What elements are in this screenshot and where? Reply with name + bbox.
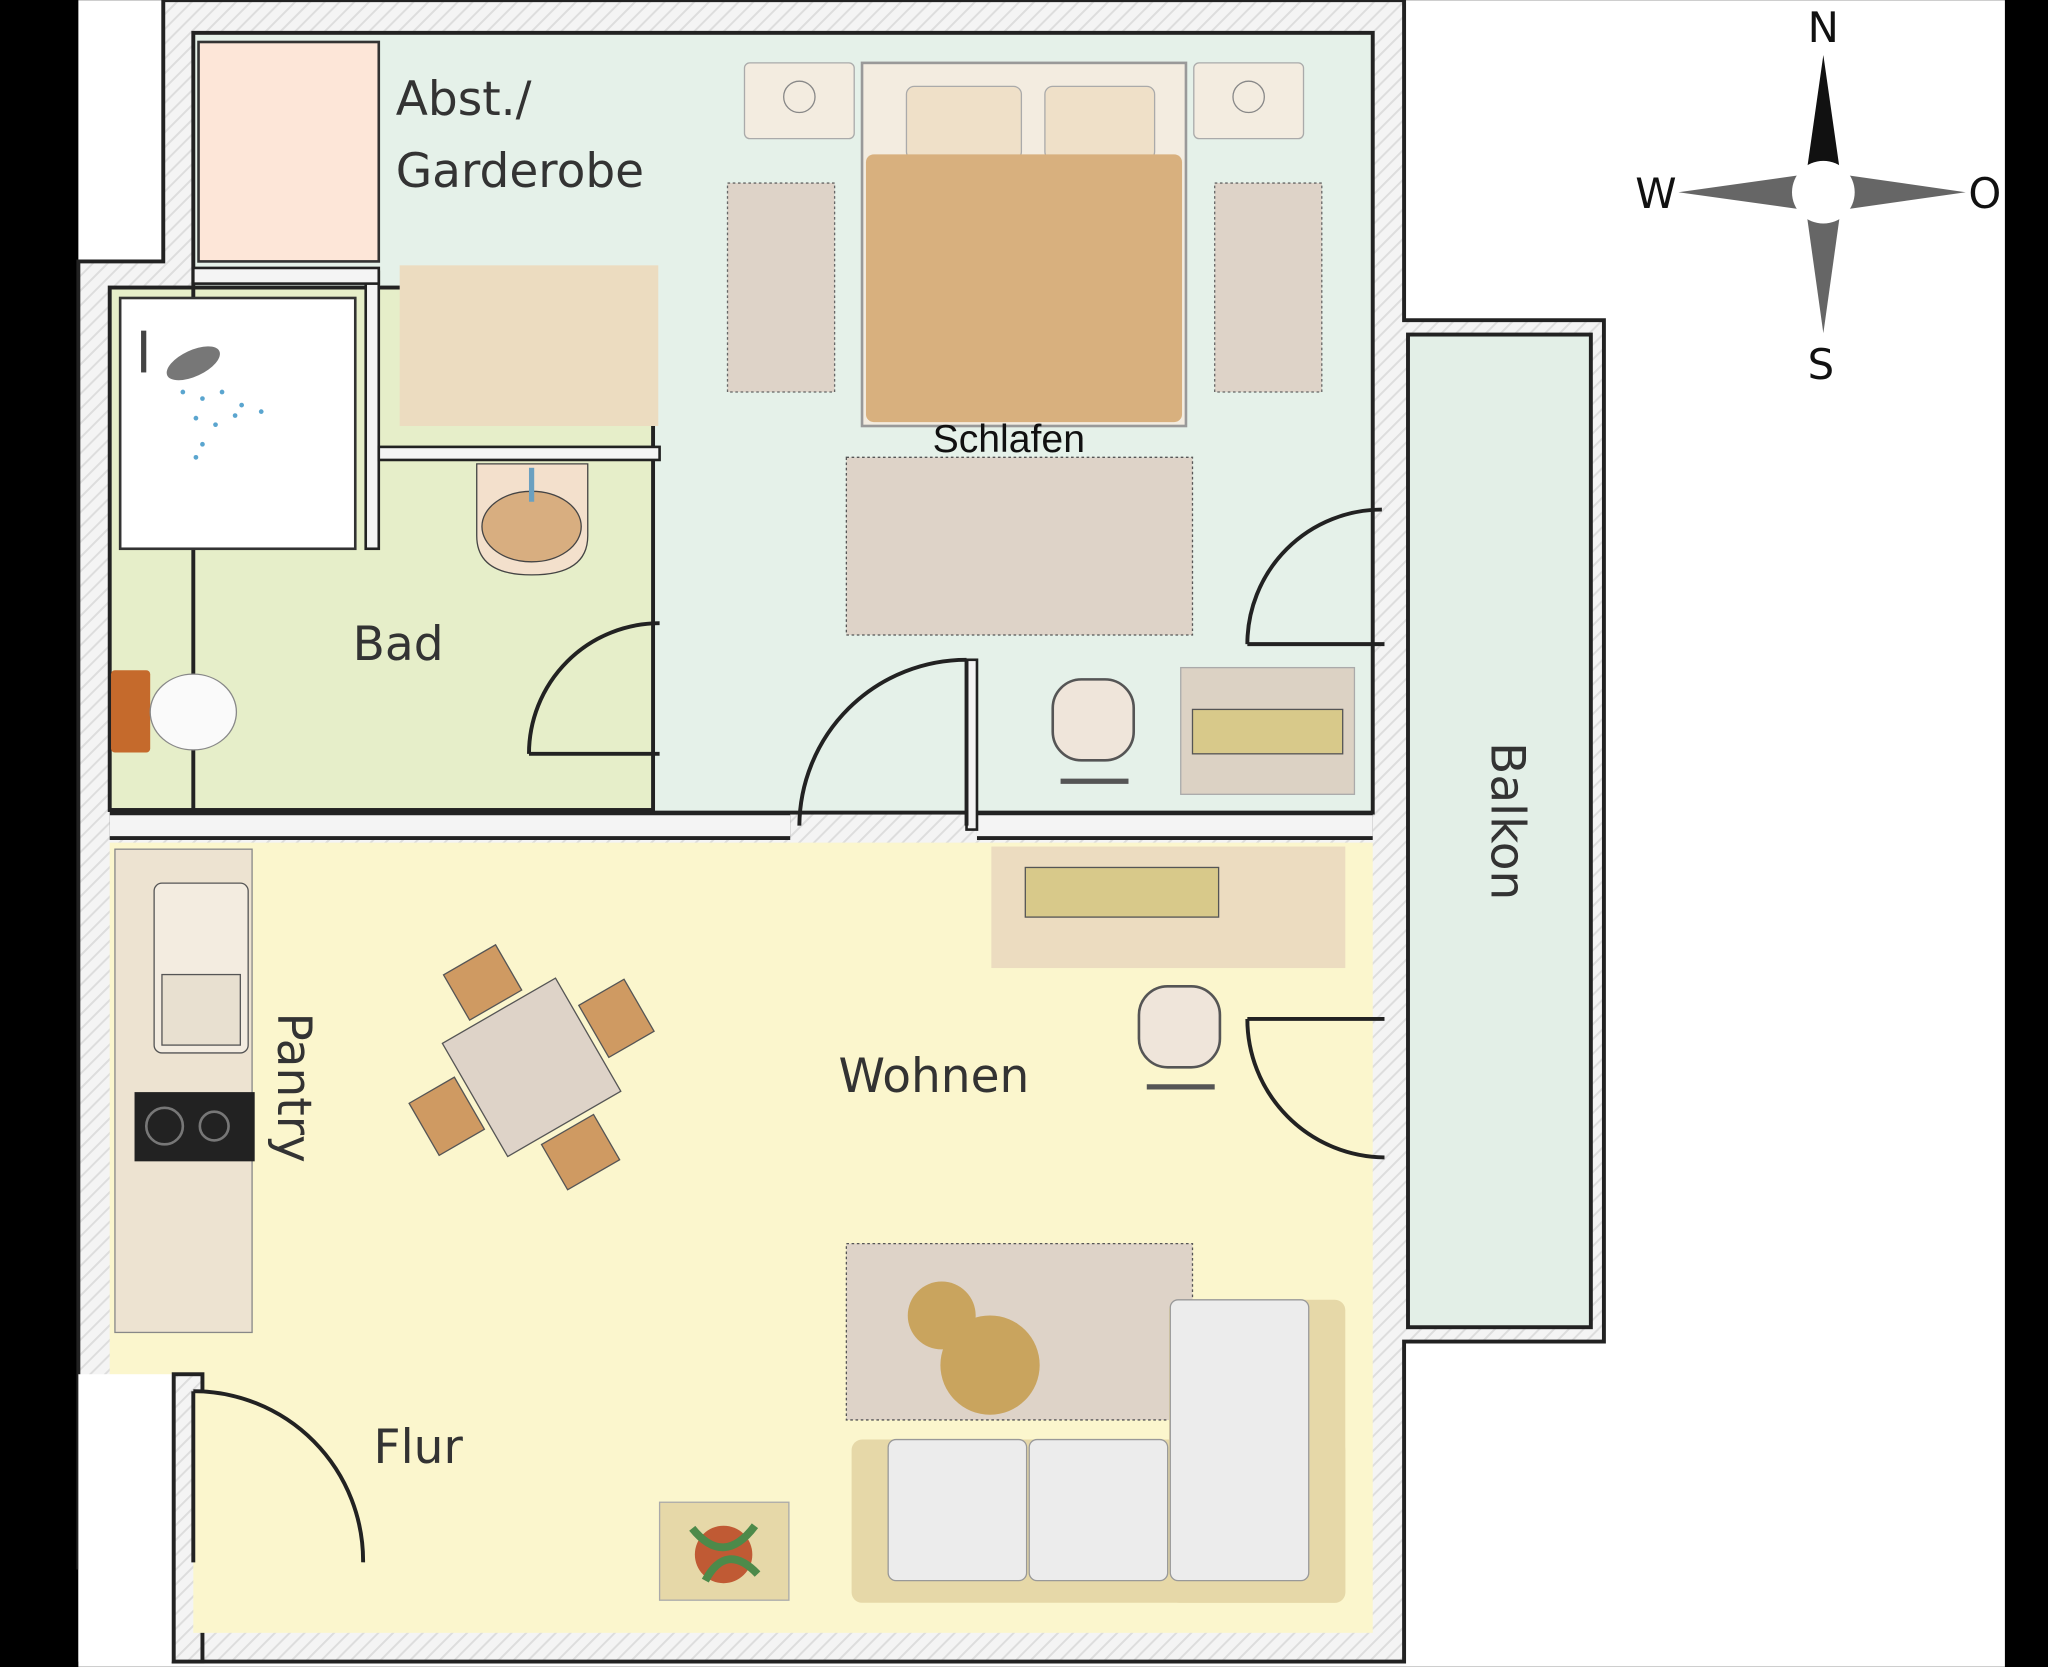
cooktop: [134, 1092, 255, 1162]
label-bedroom: Schlafen: [933, 418, 1085, 461]
living-desk: [991, 846, 1346, 969]
bedside-rug-right: [1214, 182, 1323, 393]
bedside-rug-left: [726, 182, 836, 393]
shower: [118, 296, 357, 551]
door-entrance[interactable]: [191, 1389, 366, 1563]
bedroom-chair: [1051, 678, 1136, 784]
room-balcony: [1406, 332, 1593, 1330]
door-bathroom[interactable]: [527, 621, 660, 756]
compass-north: N: [1808, 3, 1839, 52]
sofa: [851, 1299, 1346, 1603]
plant-icon: [658, 1501, 790, 1601]
label-balcony: Balkon: [1480, 742, 1535, 900]
side-table-large: [940, 1315, 1040, 1415]
storage-rug: [399, 265, 659, 426]
nightstand-left: [743, 62, 855, 140]
compass-west: W: [1635, 169, 1676, 218]
label-storage-line2: Garderobe: [396, 144, 644, 199]
nightstand-right: [1193, 62, 1305, 140]
label-living: Wohnen: [839, 1049, 1030, 1104]
compass-rose-icon: N W O S: [1635, 3, 2001, 389]
bedroom-rug: [845, 456, 1194, 636]
door-bedroom[interactable]: [797, 657, 969, 826]
storage-closet: [197, 40, 381, 263]
bed: [860, 61, 1188, 428]
washbasin: [476, 463, 589, 576]
shower-head-icon: [141, 330, 264, 460]
bedroom-desk: [1180, 666, 1356, 795]
label-storage: Abst./: [396, 72, 532, 127]
pantry-counter: [114, 848, 255, 1334]
dining-set: [408, 943, 655, 1191]
label-bathroom: Bad: [353, 617, 444, 672]
compass-east: O: [1968, 169, 2001, 218]
label-hallway: Flur: [374, 1420, 464, 1475]
living-chair: [1137, 985, 1222, 1090]
toilet: [111, 670, 238, 753]
compass-south: S: [1808, 340, 1835, 389]
door-living-balcony[interactable]: [1245, 1017, 1385, 1160]
label-pantry: Pantry: [266, 1012, 321, 1162]
door-bedroom-balcony[interactable]: [1245, 507, 1385, 647]
